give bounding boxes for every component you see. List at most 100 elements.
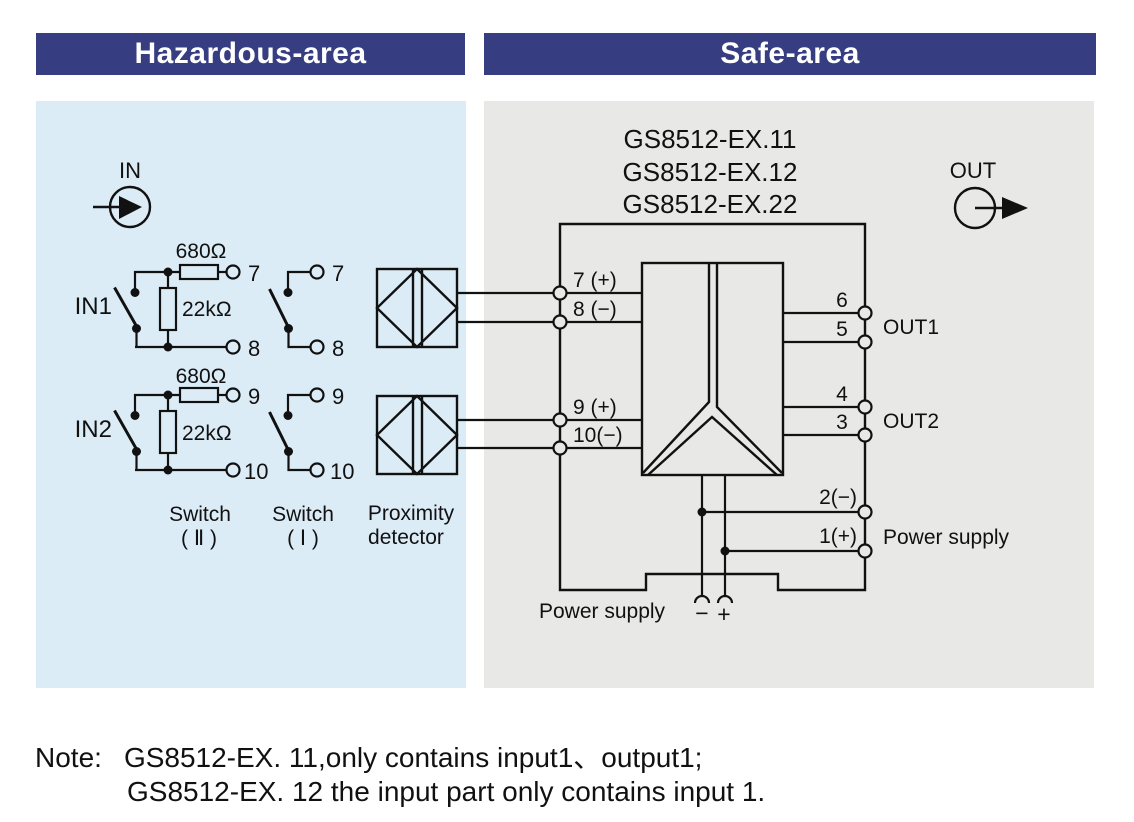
terminal-7-circle: [309, 264, 325, 280]
terminal-3-label: 3: [836, 411, 848, 434]
out-arrow-icon: [1002, 197, 1028, 219]
in-symbol-label: IN: [119, 158, 141, 183]
power-minus-label: −: [695, 600, 708, 626]
switch-contact-dot: [130, 288, 140, 297]
switch-blade: [113, 409, 139, 452]
column-captions: Switch ( Ⅱ ) Switch ( Ⅰ ) Proximity dete…: [169, 502, 455, 550]
resistor-680-label: 680Ω: [176, 365, 227, 388]
in2-switch2-circuit: 680Ω 9 22kΩ 10 IN2: [75, 365, 269, 484]
wire: [287, 328, 311, 349]
terminal-9-circle: [309, 387, 325, 403]
wire-entry-arc: [693, 594, 711, 604]
wire: [287, 451, 311, 472]
terminal-10-circle: [225, 462, 241, 478]
wire: [135, 328, 227, 349]
terminal-6-circle: [857, 305, 873, 321]
terminal-2-minus-label: 2(−): [819, 486, 857, 509]
out2-label: OUT2: [883, 410, 939, 433]
wire-entry-arc: [716, 594, 734, 604]
terminal-10-label: 10: [244, 459, 268, 484]
junction-dot: [720, 546, 730, 556]
terminal-9-plus-label: 9 (+): [573, 396, 617, 419]
proximity-box: [375, 394, 459, 476]
terminal-5-circle: [857, 334, 873, 350]
model-names: GS8512-EX.11 GS8512-EX.12 GS8512-EX.22: [623, 124, 798, 219]
switch-blade: [268, 411, 291, 453]
terminal-4-circle: [857, 399, 873, 415]
proximity-caption-line2: detector: [368, 526, 444, 549]
note-line-2: GS8512-EX. 12 the input part only contai…: [127, 776, 766, 807]
terminal-10-circle: [309, 462, 325, 478]
terminal-8-label: 8: [332, 336, 344, 361]
proximity-detector-2: [375, 394, 554, 476]
terminal-8-circle: [552, 314, 568, 330]
terminal-7-plus-label: 7 (+): [573, 269, 617, 292]
proximity-diamond-icon: [375, 267, 459, 349]
terminal-1-circle: [857, 543, 873, 559]
terminal-2-circle: [857, 504, 873, 520]
resistor-680-box: [178, 386, 220, 404]
proximity-detector-1: [375, 267, 554, 349]
power-plus-label: +: [717, 601, 730, 627]
terminal-9-label: 9: [332, 384, 344, 409]
switch-contact-dot: [283, 411, 293, 420]
junction-dot: [697, 507, 707, 517]
resistor-680-label: 680Ω: [176, 240, 227, 263]
terminal-5-label: 5: [836, 318, 848, 341]
in-symbol: IN: [93, 158, 152, 229]
hazardous-area-panel: [36, 101, 466, 688]
wire: [286, 393, 311, 415]
terminal-8-circle: [309, 339, 325, 355]
in1-switch1-circuit: 7 8: [268, 261, 344, 361]
out-symbol: OUT: [950, 158, 1028, 230]
terminal-8-label: 8: [248, 336, 260, 361]
isolation-symbol-icon: [715, 263, 783, 474]
resistor-22k-box: [158, 286, 178, 332]
terminal-7-circle: [225, 264, 241, 280]
switch-blade: [268, 288, 291, 330]
terminal-8-circle: [225, 339, 241, 355]
resistor-22k-box: [158, 409, 178, 455]
terminal-4-label: 4: [836, 383, 848, 406]
switch1-roman-label: ( Ⅰ ): [287, 527, 319, 550]
proximity-diamond-icon: [375, 394, 459, 476]
note-line-1: GS8512-EX. 11,only contains input1、outpu…: [123, 742, 703, 773]
terminal-7-circle: [552, 285, 568, 301]
model-name-2: GS8512-EX.12: [623, 157, 798, 187]
in2-label: IN2: [75, 416, 112, 443]
terminal-1-plus-label: 1(+): [819, 525, 857, 548]
in1-label: IN1: [75, 293, 112, 320]
switch2-roman-label: ( Ⅱ ): [181, 527, 217, 550]
power-supply-right-label: Power supply: [883, 526, 1010, 549]
isolation-symbol-icon: [647, 415, 778, 476]
in1-switch2-circuit: 680Ω 7 22kΩ 8 IN1: [75, 240, 261, 361]
power-supply-wiring: 2(−) 1(+) Power supply Power supply − +: [539, 475, 1010, 627]
hazardous-area-title: Hazardous-area: [134, 37, 367, 70]
hazardous-area-header: Hazardous-area: [36, 33, 465, 75]
note-block: Note:GS8512-EX. 11,only contains input1、…: [35, 741, 765, 809]
in-arrow-icon: [119, 196, 142, 219]
out-symbol-label: OUT: [950, 158, 996, 183]
isolator-box: [640, 261, 785, 477]
power-supply-bottom-label: Power supply: [539, 600, 666, 623]
safe-area-header: Safe-area: [484, 33, 1096, 75]
switch1-caption: Switch: [272, 503, 334, 526]
terminal-7-label: 7: [248, 261, 260, 286]
switch-contact-dot: [283, 288, 293, 297]
terminal-10-circle: [552, 440, 568, 456]
resistor-680-box: [178, 263, 220, 281]
wire: [286, 270, 311, 292]
barrier-inner-box: [640, 261, 785, 477]
isolation-symbol-icon: [642, 263, 711, 474]
terminal-10-label: 10: [330, 459, 354, 484]
barrier-right-terminals: 6 5 OUT1 4 3 OUT2: [783, 289, 939, 443]
terminal-9-circle: [225, 387, 241, 403]
proximity-box: [375, 267, 459, 349]
terminal-9-circle: [552, 412, 568, 428]
out1-label: OUT1: [883, 316, 939, 339]
model-name-3: GS8512-EX.22: [623, 189, 798, 219]
in2-switch1-circuit: 9 10: [268, 384, 354, 484]
safe-area-title: Safe-area: [720, 37, 860, 70]
